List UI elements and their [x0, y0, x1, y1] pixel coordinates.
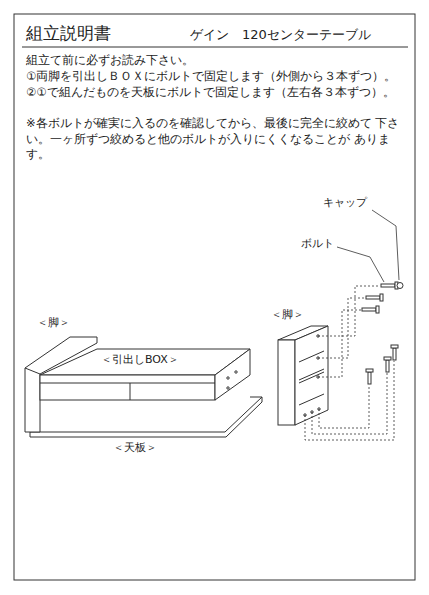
part-label: ＜天板＞ — [112, 441, 158, 455]
part-label: キャップ — [322, 196, 368, 210]
right-leg — [278, 326, 328, 425]
instruction-line: ②①で組んだものを天板にボルトで固定します（左右各３本ずつ）。 — [26, 85, 395, 100]
document-title: 組立説明書 — [26, 22, 111, 44]
note-text: ※各ボルトが確実に入るのを確認してから、最後に完全に絞めて 下さい。一ヶ所ずつ絞… — [26, 116, 404, 163]
part-label: ＜引出しBOX＞ — [100, 353, 180, 367]
table-top — [30, 397, 262, 437]
instruction-line: 組立て前に必ずお読み下さい。 — [26, 53, 194, 68]
page-frame — [14, 14, 415, 580]
product-name: ゲイン 120センターテーブル — [190, 27, 371, 44]
guide-lines — [305, 286, 394, 440]
part-label: ＜脚＞ — [36, 316, 71, 330]
bolts — [362, 282, 403, 384]
leader-lines — [337, 210, 399, 282]
part-label: ＜脚＞ — [270, 308, 305, 322]
title-rule — [22, 47, 408, 48]
part-label: ボルト — [300, 237, 335, 251]
instruction-line: ①両脚を引出しＢＯＸにボルトで固定します（外側から３本ずつ）。 — [26, 69, 396, 84]
drawer-box — [40, 349, 250, 400]
